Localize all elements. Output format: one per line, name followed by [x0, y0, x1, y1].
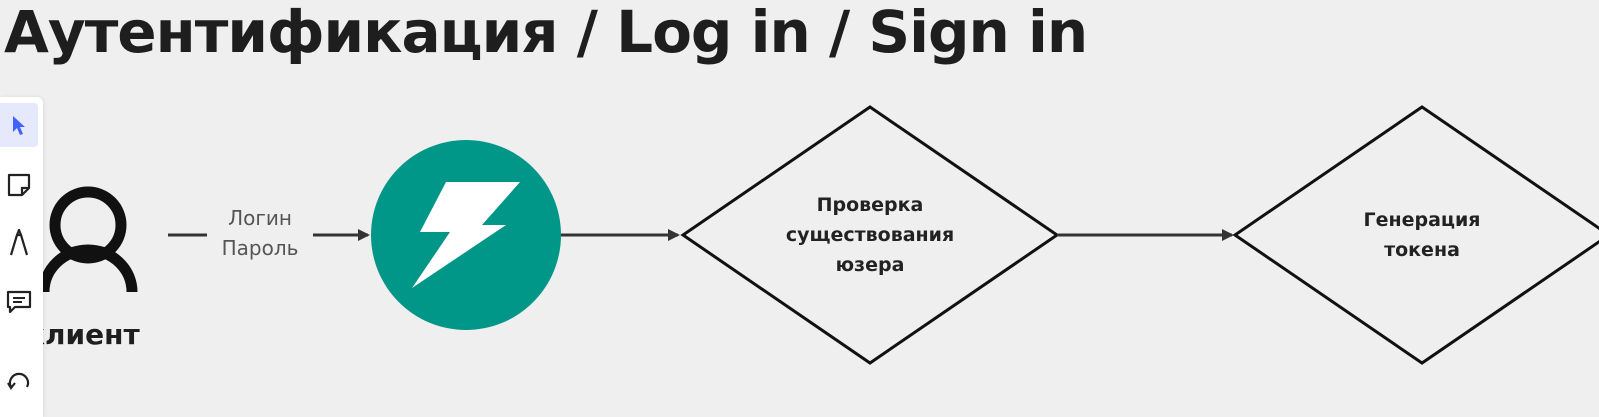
check-user-label: Проверка существования юзера [770, 190, 970, 280]
left-toolbar [0, 97, 43, 417]
token-label-line-1: Генерация [1363, 209, 1481, 231]
token-label-line-2: токена [1384, 239, 1460, 261]
edge-label-password: Пароль [221, 236, 299, 260]
sticky-note-icon [7, 173, 31, 197]
sticky-note-tool[interactable] [0, 163, 38, 207]
server-node[interactable] [371, 140, 561, 330]
pen-tool[interactable] [0, 221, 38, 265]
token-generation-label: Генерация токена [1322, 205, 1522, 265]
client-label: клиент [26, 318, 140, 351]
token-generation-diamond[interactable] [1232, 105, 1599, 365]
comment-icon [6, 290, 32, 314]
select-icon [13, 116, 25, 135]
lightning-bolt-icon [412, 182, 520, 288]
pen-icon [9, 229, 29, 256]
undo-tool[interactable] [0, 359, 38, 403]
select-tool[interactable] [0, 103, 38, 147]
comment-tool[interactable] [0, 280, 38, 324]
page-title: Аутентификация / Log in / Sign in [4, 0, 1088, 66]
check-label-line-3: юзера [835, 254, 905, 276]
check-label-line-1: Проверка [816, 194, 924, 216]
edge-label-login: Логин [228, 206, 292, 230]
check-user-diamond[interactable] [680, 105, 1060, 365]
check-label-line-2: существования [785, 224, 955, 246]
undo-icon [7, 372, 30, 390]
credentials-edge-label: Логин Пароль [207, 203, 313, 263]
user-icon [38, 186, 138, 293]
